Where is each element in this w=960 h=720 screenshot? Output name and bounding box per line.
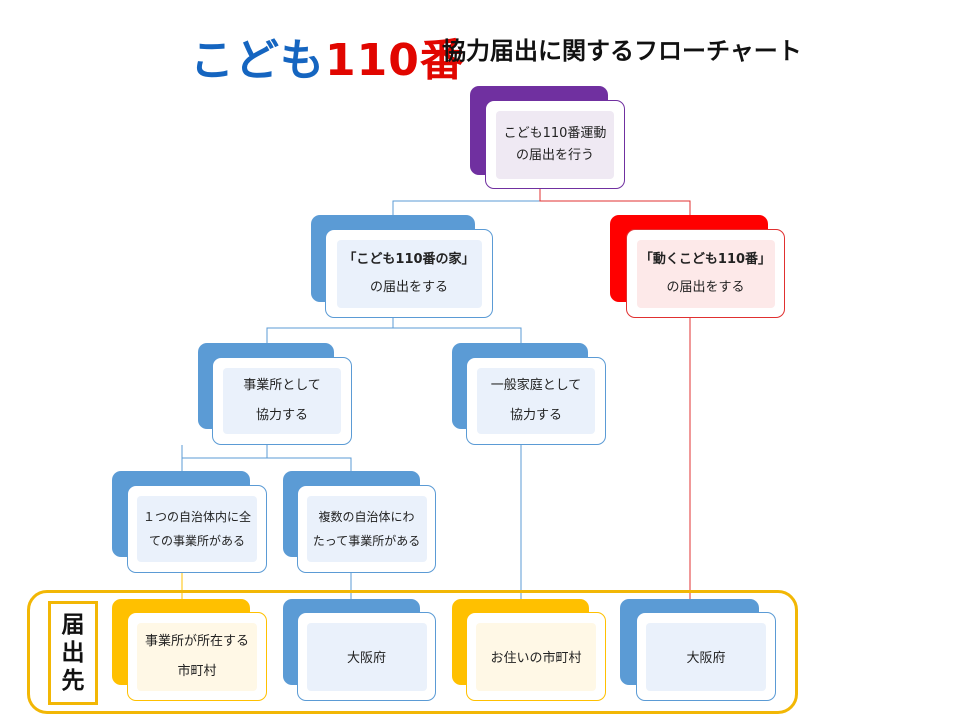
dest1-node-line1: 事業所が所在する xyxy=(144,633,249,649)
logo-kodomo-text: こども xyxy=(190,35,325,86)
dest1-node-line2: 市町村 xyxy=(177,663,217,679)
moving-node: 「動くこども110番」 の届出をする xyxy=(626,229,785,318)
destination-label: 届 出 先 xyxy=(48,601,98,705)
dest2-node: 大阪府 xyxy=(297,612,436,701)
page-title: 協力届出に関するフローチャート xyxy=(442,37,802,65)
moving-node-line2: の届出をする xyxy=(666,279,745,295)
destination-label-char-3: 先 xyxy=(61,668,85,694)
dest4-node: 大阪府 xyxy=(636,612,776,701)
house-node: 「こども110番の家」 の届出をする xyxy=(325,229,493,318)
dest3-node-line1: お住いの市町村 xyxy=(490,651,582,666)
dest2-node-line1: 大阪府 xyxy=(346,651,386,666)
multi-muni-node-line2: たって事業所がある xyxy=(312,534,421,548)
logo-number-text: 110番 xyxy=(325,35,465,86)
root-node-line2: の届出を行う xyxy=(515,147,594,163)
business-node-line2: 協力する xyxy=(255,408,308,423)
multi-muni-node: 複数の自治体にわ たって事業所がある xyxy=(297,485,436,573)
root-node: こども110番運動 の届出を行う xyxy=(485,100,625,189)
single-muni-node-line1: １つの自治体内に全 xyxy=(142,510,251,524)
business-node-line1: 事業所として xyxy=(243,378,321,393)
household-node-line1: 一般家庭として xyxy=(490,378,582,393)
destination-label-char-2: 出 xyxy=(61,640,85,666)
single-muni-node: １つの自治体内に全 ての事業所がある xyxy=(127,485,267,573)
connector-house-business xyxy=(266,318,394,357)
single-muni-node-line2: ての事業所がある xyxy=(148,534,245,548)
business-node: 事業所として 協力する xyxy=(212,357,352,445)
household-node: 一般家庭として 協力する xyxy=(466,357,606,445)
dest4-node-line1: 大阪府 xyxy=(686,651,726,666)
root-node-line1: こども110番運動 xyxy=(503,125,607,141)
destination-label-char-1: 届 xyxy=(61,612,85,638)
house-node-line1: 「こども110番の家」 xyxy=(343,251,475,267)
moving-node-line1: 「動くこども110番」 xyxy=(639,251,772,267)
destination-frame xyxy=(27,590,798,714)
house-node-line2: の届出をする xyxy=(369,279,448,295)
kodomo-110-logo: こども110番 xyxy=(190,24,465,88)
household-node-line2: 協力する xyxy=(509,408,562,423)
multi-muni-node-line1: 複数の自治体にわ xyxy=(318,510,415,524)
dest1-node: 事業所が所在する 市町村 xyxy=(127,612,267,701)
dest3-node: お住いの市町村 xyxy=(466,612,606,701)
